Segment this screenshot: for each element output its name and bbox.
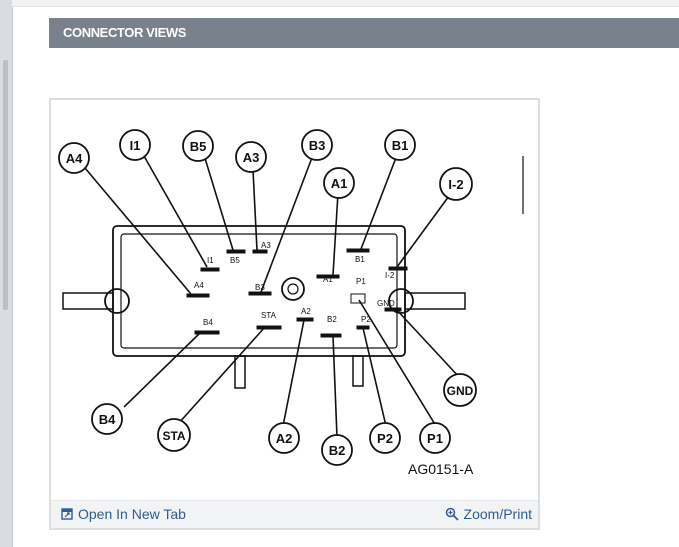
svg-text:B2: B2 bbox=[329, 443, 346, 458]
terminal-label-a3: A3 bbox=[261, 241, 271, 250]
bottom-leg-right bbox=[352, 355, 364, 387]
scrollbar-track[interactable] bbox=[0, 0, 13, 547]
figure-footer: Open In New Tab Zoom/Print bbox=[51, 500, 538, 528]
svg-text:P1: P1 bbox=[427, 431, 443, 446]
left-mount-tab bbox=[62, 292, 114, 310]
top-divider bbox=[12, 0, 679, 7]
open-in-new-tab-icon bbox=[61, 508, 73, 520]
svg-text:B5: B5 bbox=[190, 139, 207, 154]
figure-card: A4 I1 B5 A3 B3 A1 B1 I-2 P1 GND B4 STA A… bbox=[49, 98, 540, 530]
svg-text:GND: GND bbox=[447, 384, 474, 398]
callouts: A4 I1 B5 A3 B3 A1 B1 I-2 GND B4 STA A2 B… bbox=[58, 129, 477, 466]
terminal-label-gnd: GND bbox=[377, 299, 395, 308]
svg-text:B3: B3 bbox=[309, 138, 326, 153]
terminal-label-b5: B5 bbox=[230, 256, 240, 265]
terminal-label-b3: B3 bbox=[255, 283, 265, 292]
svg-text:A3: A3 bbox=[243, 150, 260, 165]
figure-code: AG0151-A bbox=[408, 461, 474, 477]
callout-b3: B3 bbox=[301, 129, 333, 161]
zoom-print-link[interactable]: Zoom/Print bbox=[445, 506, 532, 522]
svg-text:A1: A1 bbox=[331, 176, 348, 191]
terminal-label-p1: P1 bbox=[356, 277, 366, 286]
bottom-leg-left bbox=[234, 355, 246, 389]
open-in-new-tab-label: Open In New Tab bbox=[78, 506, 186, 522]
callout-gnd: GND bbox=[443, 373, 477, 407]
zoom-magnifier-icon bbox=[445, 507, 459, 521]
callout-p1: P1 bbox=[419, 422, 451, 454]
right-mount-tab bbox=[404, 292, 466, 310]
connector-diagram[interactable]: A4 I1 B5 A3 B3 A1 B1 I-2 P1 GND B4 STA A… bbox=[51, 100, 538, 500]
section-title: CONNECTOR VIEWS bbox=[49, 18, 679, 48]
zoom-print-label: Zoom/Print bbox=[463, 506, 532, 522]
callout-a3: A3 bbox=[235, 141, 267, 173]
svg-text:B4: B4 bbox=[99, 412, 116, 427]
callout-i1: I1 bbox=[119, 129, 151, 161]
callout-sta: STA bbox=[157, 418, 191, 452]
svg-text:STA: STA bbox=[162, 429, 185, 443]
leader-lines bbox=[84, 154, 461, 438]
left-mount-hole bbox=[104, 288, 130, 314]
right-mount-hole bbox=[388, 288, 414, 314]
scrollbar-thumb[interactable] bbox=[3, 60, 8, 310]
svg-text:I1: I1 bbox=[130, 138, 141, 153]
svg-text:B1: B1 bbox=[392, 138, 409, 153]
svg-text:P2: P2 bbox=[377, 431, 393, 446]
callout-i2: I-2 bbox=[439, 167, 473, 201]
terminal-blades bbox=[186, 248, 408, 338]
terminal-label-a2: A2 bbox=[301, 307, 311, 316]
callout-b2: B2 bbox=[321, 434, 353, 466]
callout-a4: A4 bbox=[58, 142, 90, 174]
callout-b4: B4 bbox=[91, 403, 123, 435]
terminal-label-b4: B4 bbox=[203, 318, 213, 327]
svg-text:A4: A4 bbox=[66, 151, 83, 166]
center-post bbox=[281, 277, 305, 301]
terminal-label-i2: I-2 bbox=[385, 271, 395, 280]
callout-b1: B1 bbox=[384, 129, 416, 161]
terminal-labels: A4 I1 B5 A3 B3 A1 B1 I-2 P1 GND B4 STA A… bbox=[194, 241, 395, 327]
terminal-label-b2: B2 bbox=[327, 315, 337, 324]
terminal-label-i1: I1 bbox=[207, 256, 214, 265]
connector-inner bbox=[120, 233, 398, 349]
connector-body bbox=[112, 225, 406, 357]
terminal-label-b1: B1 bbox=[355, 255, 365, 264]
terminal-label-p2: P2 bbox=[361, 315, 371, 324]
terminal-label-sta: STA bbox=[261, 311, 277, 320]
open-in-new-tab-link[interactable]: Open In New Tab bbox=[61, 506, 186, 522]
callout-a1: A1 bbox=[323, 167, 355, 199]
terminal-label-a1: A1 bbox=[323, 275, 333, 284]
terminal-label-a4: A4 bbox=[194, 281, 204, 290]
callout-a2: A2 bbox=[268, 422, 300, 454]
svg-text:A2: A2 bbox=[276, 431, 293, 446]
svg-text:I-2: I-2 bbox=[448, 177, 463, 192]
callout-p2: P2 bbox=[369, 422, 401, 454]
callout-b5: B5 bbox=[182, 130, 214, 162]
